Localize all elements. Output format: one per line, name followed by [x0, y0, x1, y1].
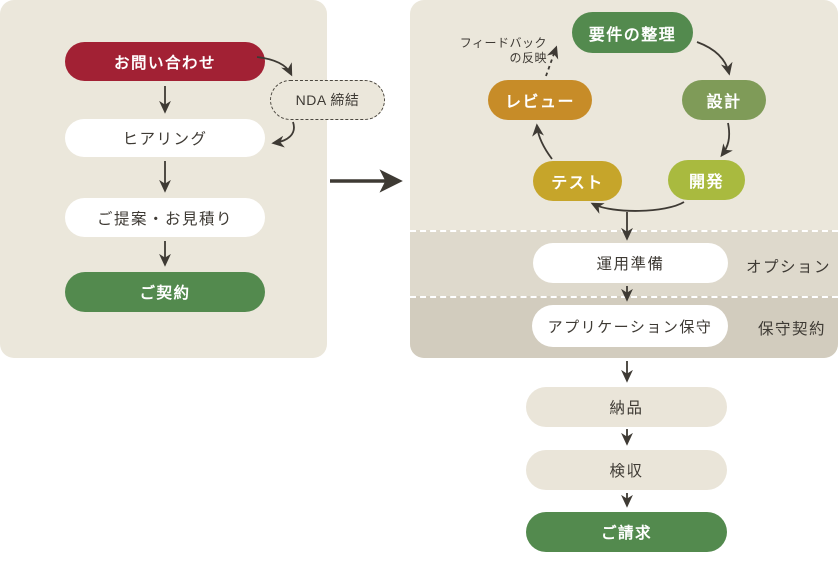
pill-invoice: ご請求 — [526, 512, 727, 552]
pill-proposal-estimate: ご提案・お見積り — [65, 198, 265, 237]
pill-hearing: ヒアリング — [65, 119, 265, 157]
pill-development: 開発 — [668, 160, 745, 200]
pill-delivery: 納品 — [526, 387, 727, 427]
pill-operation-prep: 運用準備 — [533, 243, 728, 283]
pill-review: レビュー — [488, 80, 592, 120]
pill-requirements: 要件の整理 — [572, 12, 693, 53]
feedback-note-line1: フィードバック — [459, 36, 547, 50]
pill-contract: ご契約 — [65, 272, 265, 312]
pill-design: 設計 — [682, 80, 766, 120]
feedback-note-line2: の反映 — [509, 51, 547, 65]
feedback-note: フィードバック の反映 — [447, 36, 547, 66]
pill-app-maintenance: アプリケーション保守 — [532, 305, 728, 347]
pill-nda: NDA 締結 — [270, 80, 385, 120]
pill-test: テスト — [533, 161, 622, 201]
maintenance-band-label: 保守契約 — [758, 321, 827, 338]
option-band-label: オプション — [746, 259, 832, 276]
pill-inquiry: お問い合わせ — [65, 42, 265, 81]
pill-acceptance: 検収 — [526, 450, 727, 490]
